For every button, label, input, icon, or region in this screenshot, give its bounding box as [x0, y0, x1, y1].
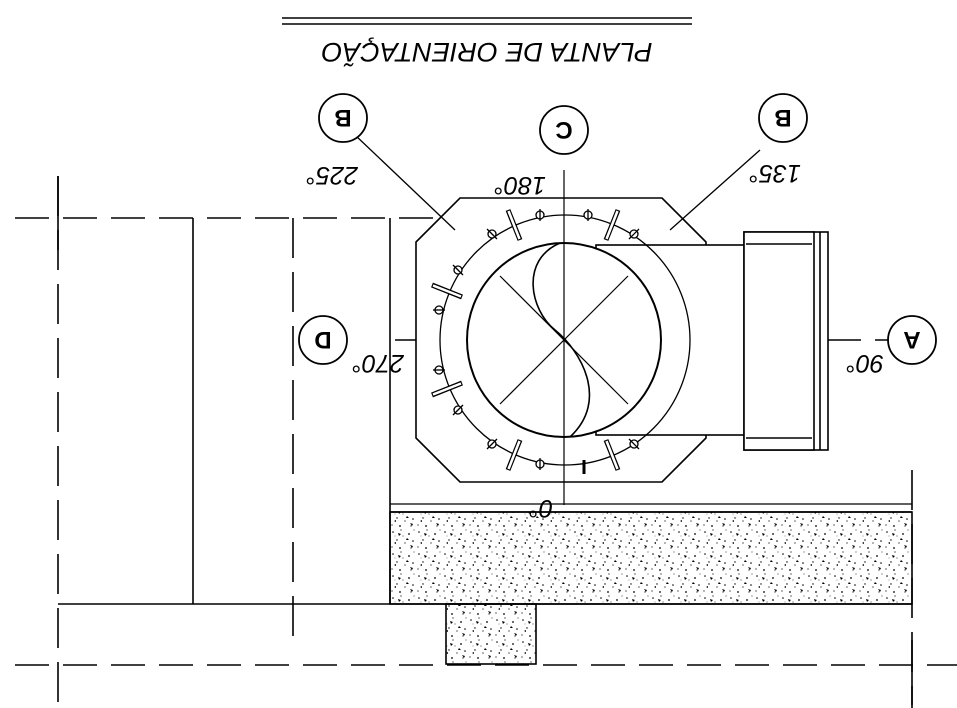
marker-a: A [887, 315, 937, 365]
angle-label-270: 270° [352, 349, 405, 377]
marker-b-left: B [318, 93, 368, 143]
angle-label-90: 90° [846, 349, 884, 377]
svg-text:C: C [555, 116, 572, 143]
concrete-footing [445, 603, 537, 665]
title-block: PLANTA DE ORIENTAÇÃO [282, 17, 692, 68]
svg-text:B: B [334, 104, 351, 131]
bolt-circle-lower [439, 339, 691, 466]
angle-label-180: 180° [494, 171, 546, 199]
svg-text:B: B [774, 104, 791, 131]
marker-b-right: B [758, 93, 808, 143]
concrete-slab [389, 511, 913, 605]
radial-bars-inner [432, 210, 619, 470]
svg-text:A: A [903, 326, 920, 353]
center-cross [499, 170, 629, 505]
bolt-circle [439, 214, 691, 341]
drawing-title: PLANTA DE ORIENTAÇÃO [321, 37, 652, 68]
marker-d: D [298, 315, 348, 365]
angle-label-135: 135° [749, 159, 801, 187]
axis-ticks [57, 176, 913, 705]
marker-c: C [539, 105, 589, 155]
bolt-markers [433, 209, 640, 470]
s-curve [532, 242, 591, 438]
leader-lines [354, 134, 761, 231]
angle-label-225: 225° [306, 161, 359, 189]
angle-label-0: 0° [529, 494, 553, 522]
svg-text:D: D [314, 326, 331, 353]
